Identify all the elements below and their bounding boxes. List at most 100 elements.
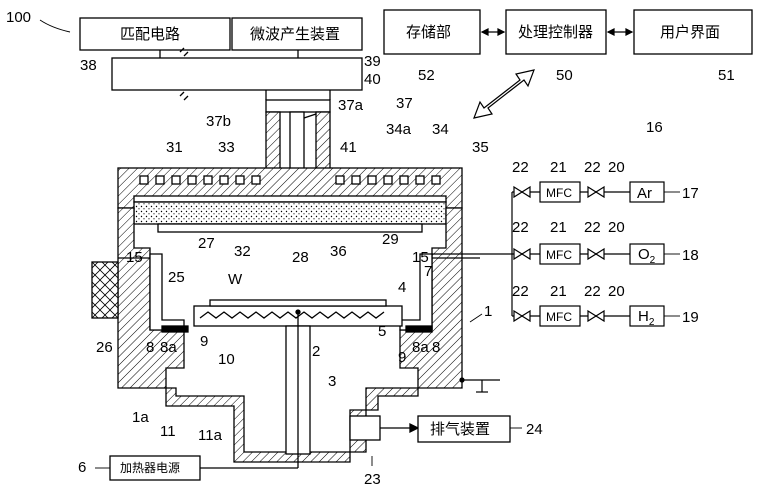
exhaust-label: 排气装置 bbox=[430, 421, 490, 438]
ref-9-right: 9 bbox=[398, 349, 406, 366]
ref-21-o2: 21 bbox=[550, 219, 567, 236]
ref-33: 33 bbox=[218, 139, 235, 156]
gas-supply bbox=[480, 181, 665, 327]
storage-label: 存储部 bbox=[406, 24, 451, 41]
ref-22-o2-a: 22 bbox=[512, 219, 529, 236]
ref-7: 7 bbox=[424, 263, 432, 280]
microwave-window bbox=[157, 223, 423, 233]
ref-37: 37 bbox=[396, 95, 413, 112]
ref-11a: 11a bbox=[198, 427, 223, 444]
storage-box bbox=[383, 9, 481, 55]
ref-11: 11 bbox=[160, 423, 176, 440]
ref-20-o2: 20 bbox=[608, 219, 625, 236]
ref-19: 19 bbox=[682, 309, 699, 326]
ref-2: 2 bbox=[312, 343, 320, 360]
wafer bbox=[209, 299, 387, 307]
ref-38: 38 bbox=[80, 57, 97, 74]
leader-lines bbox=[39, 19, 680, 469]
gas-o2-label: O2 bbox=[638, 246, 656, 266]
top-arrows bbox=[480, 28, 634, 36]
process-controller-box bbox=[505, 9, 607, 55]
ref-32: 32 bbox=[234, 243, 251, 260]
ref-1: 1 bbox=[484, 303, 492, 320]
ref-9-left: 9 bbox=[200, 333, 208, 350]
ref-8a-left: 8a bbox=[160, 339, 177, 356]
ref-5: 5 bbox=[378, 323, 386, 340]
ref-21-h2: 21 bbox=[550, 283, 567, 300]
slot-antenna bbox=[133, 195, 447, 203]
user-interface-box bbox=[633, 9, 753, 55]
ref-36: 36 bbox=[330, 243, 347, 260]
ref-20-ar: 20 bbox=[608, 159, 625, 176]
mfc-label-h2: MFC bbox=[546, 310, 572, 324]
process-controller-label: 处理控制器 bbox=[518, 24, 593, 41]
ref-25: 25 bbox=[168, 269, 185, 286]
exhaust-box bbox=[417, 415, 511, 443]
ref-22-o2-b: 22 bbox=[584, 219, 601, 236]
user-interface-label: 用户界面 bbox=[660, 24, 720, 41]
ref-8a-right: 8a bbox=[412, 339, 429, 356]
gas-ar-label: Ar bbox=[637, 185, 652, 202]
ref-20-h2: 20 bbox=[608, 283, 625, 300]
ref-22-ar-a: 22 bbox=[512, 159, 529, 176]
ref-22-h2-b: 22 bbox=[584, 283, 601, 300]
mfc-label-o2: MFC bbox=[546, 248, 572, 262]
ref-15-right: 15 bbox=[412, 249, 429, 266]
ref-24: 24 bbox=[526, 421, 543, 438]
ref-16: 16 bbox=[646, 119, 663, 136]
ref-27: 27 bbox=[198, 235, 215, 252]
matching-circuit-box bbox=[79, 17, 231, 51]
ref-W: W bbox=[228, 271, 243, 288]
ref-23: 23 bbox=[364, 471, 381, 488]
ref-29: 29 bbox=[382, 231, 399, 248]
exhaust-chamber bbox=[165, 387, 419, 463]
ref-4: 4 bbox=[398, 279, 406, 296]
microwave-generator-box bbox=[231, 17, 363, 51]
heater-power-box bbox=[109, 455, 201, 481]
ref-6: 6 bbox=[78, 459, 86, 476]
ref-31: 31 bbox=[166, 139, 183, 156]
ref-39: 39 bbox=[364, 53, 381, 70]
ref-26: 26 bbox=[96, 339, 113, 356]
heater bbox=[199, 311, 385, 319]
ref-34: 34 bbox=[432, 121, 449, 138]
ref-8-left: 8 bbox=[146, 339, 154, 356]
mfc-label-ar: MFC bbox=[546, 186, 572, 200]
matching-circuit-label: 匹配电路 bbox=[120, 26, 180, 43]
ref-22-h2-a: 22 bbox=[512, 283, 529, 300]
ref-1a: 1a bbox=[132, 409, 149, 426]
ref-28: 28 bbox=[292, 249, 309, 266]
top-blocks bbox=[79, 9, 753, 101]
control-link-arrow bbox=[473, 69, 535, 119]
side-coil bbox=[91, 261, 119, 319]
ref-52: 52 bbox=[418, 67, 435, 84]
ref-41: 41 bbox=[340, 139, 357, 156]
mode-converter-box bbox=[111, 57, 363, 91]
fig-label: 100 bbox=[6, 9, 31, 26]
ref-37b: 37b bbox=[206, 113, 231, 130]
ref-15-left: 15 bbox=[126, 249, 143, 266]
ref-50: 50 bbox=[556, 67, 573, 84]
ref-37a: 37a bbox=[338, 97, 364, 114]
ref-51: 51 bbox=[718, 67, 735, 84]
ref-10: 10 bbox=[218, 351, 235, 368]
exhaust-line bbox=[349, 415, 511, 443]
cooling-channels bbox=[139, 175, 441, 185]
reference-numerals: 100 38 39 40 52 50 51 37b 37a 37 16 31 3… bbox=[6, 9, 735, 488]
ref-35: 35 bbox=[472, 139, 489, 156]
gas-h2-label: H2 bbox=[638, 308, 655, 328]
ref-40: 40 bbox=[364, 71, 381, 88]
microwave-generator-label: 微波产生装置 bbox=[250, 26, 340, 43]
ref-8-right: 8 bbox=[432, 339, 440, 356]
ref-17: 17 bbox=[682, 185, 699, 202]
chamber bbox=[91, 167, 480, 468]
ref-18: 18 bbox=[682, 247, 699, 264]
ref-34a: 34a bbox=[386, 121, 412, 138]
ref-21-ar: 21 bbox=[550, 159, 567, 176]
ground-symbol bbox=[459, 377, 500, 393]
ref-22-ar-b: 22 bbox=[584, 159, 601, 176]
ref-3: 3 bbox=[328, 373, 336, 390]
heater-power-label: 加热器电源 bbox=[120, 461, 180, 475]
dielectric-plate bbox=[133, 201, 447, 225]
